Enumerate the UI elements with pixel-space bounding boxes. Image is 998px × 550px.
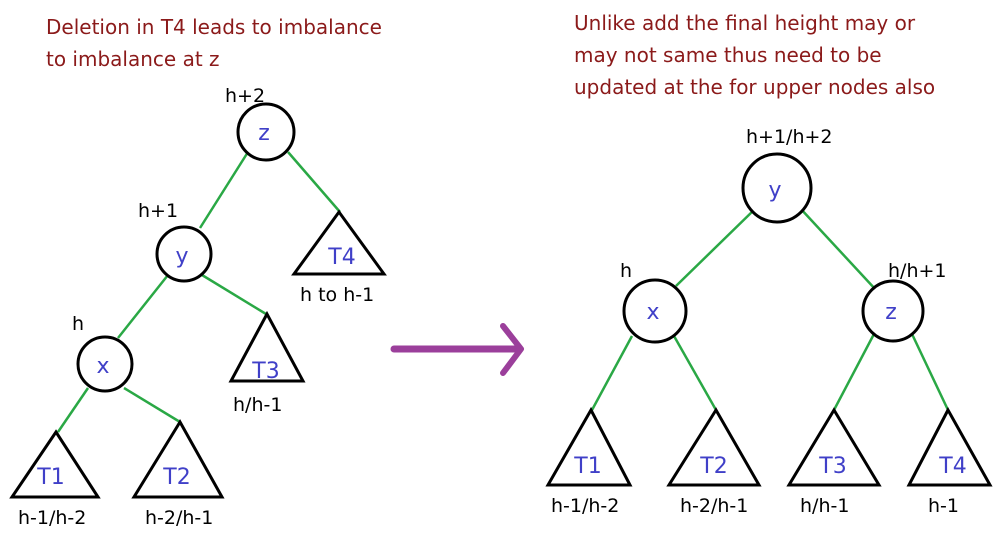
right-subtree-t1-label: T1: [573, 454, 601, 479]
left-y-height: h+1: [138, 200, 178, 222]
edge-x-t2-right: [672, 335, 718, 411]
right-subtree-t3: [786, 407, 882, 487]
right-t4-height: h-1: [928, 495, 959, 517]
left-t1-height: h-1/h-2: [18, 507, 86, 529]
left-subtree-t1: [9, 429, 101, 499]
edge-y-x-right: [675, 207, 757, 287]
right-node-z-label: z: [885, 300, 897, 325]
right-caption-line-2: may not same thus need to be: [574, 43, 882, 67]
left-t3-height: h/h-1: [233, 394, 282, 416]
right-node-y-label: y: [768, 178, 781, 203]
left-tree: Deletion in T4 leads to imbalance to imb…: [9, 15, 387, 529]
right-subtree-t2: [666, 407, 762, 487]
right-caption-line-1: Unlike add the final height may or: [574, 11, 916, 35]
left-t4-height: h to h-1: [300, 284, 374, 306]
left-t2-height: h-2/h-1: [145, 507, 213, 529]
arrow-head: [500, 323, 524, 376]
left-subtree-t2: [131, 419, 225, 499]
left-node-x-label: x: [96, 354, 109, 379]
edge-y-t3: [201, 273, 267, 316]
edge-z-y: [198, 151, 250, 229]
left-x-height: h: [72, 313, 84, 335]
edge-z-t4: [287, 151, 341, 213]
left-subtree-t1-label: T1: [36, 465, 64, 490]
right-subtree-t4: [906, 406, 993, 487]
right-node-y: [741, 152, 813, 224]
left-node-y: [155, 225, 213, 283]
left-caption-line-1: Deletion in T4 leads to imbalance: [46, 15, 382, 39]
rotation-arrow: [390, 323, 524, 376]
right-subtree-t4-label: T4: [938, 454, 966, 479]
right-t1-height: h-1/h-2: [551, 495, 619, 517]
right-y-height: h+1/h+2: [746, 126, 833, 148]
left-node-z: [236, 102, 296, 162]
left-node-z-label: z: [258, 121, 270, 146]
left-subtree-t4-label: T4: [327, 245, 355, 270]
edge-y-z-right: [799, 207, 877, 291]
left-z-height: h+2: [225, 85, 265, 107]
right-z-height: h/h+1: [888, 260, 947, 282]
right-subtree-t1: [545, 406, 633, 487]
right-caption-line-3: updated at the for upper nodes also: [574, 75, 935, 99]
edge-z-t4-right: [910, 333, 950, 411]
right-node-x-label: x: [646, 300, 659, 325]
right-subtree-t3-label: T3: [818, 454, 846, 479]
right-x-height: h: [620, 260, 632, 282]
edge-x-t1-right: [590, 335, 634, 411]
edge-y-x: [117, 274, 169, 339]
edge-z-t3-right: [832, 333, 876, 411]
left-node-x: [76, 335, 134, 393]
left-subtree-t2-label: T2: [162, 465, 190, 490]
right-subtree-t2-label: T2: [699, 454, 727, 479]
left-subtree-t3: [228, 310, 306, 383]
right-tree: Unlike add the final height may or may n…: [545, 11, 993, 517]
left-subtree-t4: [291, 209, 387, 276]
right-node-z: [861, 279, 925, 343]
left-caption-line-2: to imbalance at z: [46, 47, 220, 71]
left-subtree-t3-label: T3: [251, 359, 279, 384]
left-node-y-label: y: [175, 244, 188, 269]
right-t2-height: h-2/h-1: [680, 495, 748, 517]
edge-x-t2: [123, 386, 181, 424]
right-node-x: [622, 278, 688, 344]
right-t3-height: h/h-1: [800, 495, 849, 517]
edge-x-t1: [56, 387, 90, 433]
